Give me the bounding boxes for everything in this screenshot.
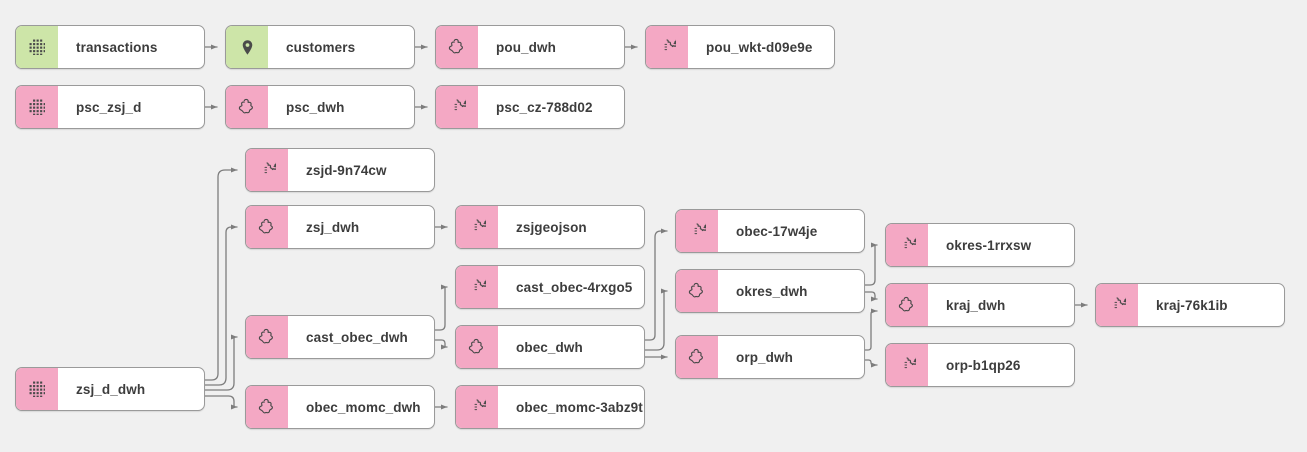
graph-node-obec_momc_dwh[interactable]: obec_momc_dwh (245, 385, 435, 429)
node-label: zsjd-9n74cw (306, 162, 387, 178)
grid-dots-icon (16, 368, 58, 410)
graph-node-pou_dwh[interactable]: pou_dwh (435, 25, 625, 69)
graph-node-kraj_dwh[interactable]: kraj_dwh (885, 283, 1075, 327)
node-label: obec-17w4je (736, 223, 818, 239)
puzzle-cluster-icon (1096, 284, 1138, 326)
grid-dots-icon (16, 26, 58, 68)
graph-node-zsj_d_dwh[interactable]: zsj_d_dwh (15, 367, 205, 411)
graph-node-obec_momc[interactable]: obec_momc-3abz9t (455, 385, 645, 429)
node-label: obec_dwh (516, 339, 583, 355)
node-label: kraj-76k1ib (1156, 297, 1228, 313)
node-label: zsjgeojson (516, 219, 587, 235)
graph-node-obec_dwh[interactable]: obec_dwh (455, 325, 645, 369)
puzzle-single-icon (436, 26, 478, 68)
node-label: orp_dwh (736, 349, 793, 365)
puzzle-cluster-icon (246, 149, 288, 191)
graph-node-zsj_dwh[interactable]: zsj_dwh (245, 205, 435, 249)
node-label: obec_momc-3abz9t (516, 399, 643, 415)
node-label: pou_dwh (496, 39, 556, 55)
node-label: psc_dwh (286, 99, 345, 115)
puzzle-cluster-icon (436, 86, 478, 128)
puzzle-cluster-icon (886, 344, 928, 386)
graph-node-orp_dwh[interactable]: orp_dwh (675, 335, 865, 379)
puzzle-single-icon (886, 284, 928, 326)
puzzle-cluster-icon (886, 224, 928, 266)
node-label: transactions (76, 39, 158, 55)
graph-node-psc_cz[interactable]: psc_cz-788d02 (435, 85, 625, 129)
puzzle-single-icon (456, 326, 498, 368)
puzzle-cluster-icon (646, 26, 688, 68)
node-label: cast_obec-4rxgo5 (516, 279, 633, 295)
node-label: customers (286, 39, 356, 55)
graph-node-psc_dwh[interactable]: psc_dwh (225, 85, 415, 129)
puzzle-single-icon (246, 316, 288, 358)
node-label: kraj_dwh (946, 297, 1006, 313)
puzzle-cluster-icon (456, 386, 498, 428)
node-label: okres-1rrxsw (946, 237, 1032, 253)
node-label: psc_cz-788d02 (496, 99, 593, 115)
puzzle-cluster-icon (676, 210, 718, 252)
node-label: cast_obec_dwh (306, 329, 408, 345)
graph-node-zsjgeojson[interactable]: zsjgeojson (455, 205, 645, 249)
puzzle-single-icon (676, 270, 718, 312)
puzzle-cluster-icon (456, 266, 498, 308)
graph-node-zsjd[interactable]: zsjd-9n74cw (245, 148, 435, 192)
graph-node-obec_17w4je[interactable]: obec-17w4je (675, 209, 865, 253)
graph-node-customers[interactable]: customers (225, 25, 415, 69)
puzzle-single-icon (246, 386, 288, 428)
graph-node-kraj_76k1ib[interactable]: kraj-76k1ib (1095, 283, 1285, 327)
graph-node-okres_1rrxsw[interactable]: okres-1rrxsw (885, 223, 1075, 267)
graph-node-psc_zsj_d[interactable]: psc_zsj_d (15, 85, 205, 129)
node-label: orp-b1qp26 (946, 357, 1021, 373)
graph-node-transactions[interactable]: transactions (15, 25, 205, 69)
node-label: obec_momc_dwh (306, 399, 421, 415)
node-label: psc_zsj_d (76, 99, 142, 115)
node-label: zsj_d_dwh (76, 381, 146, 397)
puzzle-single-icon (226, 86, 268, 128)
grid-dots-icon (16, 86, 58, 128)
puzzle-cluster-icon (456, 206, 498, 248)
node-label: pou_wkt-d09e9e (706, 39, 813, 55)
node-label: okres_dwh (736, 283, 808, 299)
graph-node-orp_b1qp26[interactable]: orp-b1qp26 (885, 343, 1075, 387)
graph-node-pou_wkt[interactable]: pou_wkt-d09e9e (645, 25, 835, 69)
graph-node-cast_obec_dwh[interactable]: cast_obec_dwh (245, 315, 435, 359)
node-label: zsj_dwh (306, 219, 360, 235)
graph-node-cast_obec[interactable]: cast_obec-4rxgo5 (455, 265, 645, 309)
map-pin-icon (226, 26, 268, 68)
puzzle-single-icon (246, 206, 288, 248)
puzzle-single-icon (676, 336, 718, 378)
graph-node-okres_dwh[interactable]: okres_dwh (675, 269, 865, 313)
